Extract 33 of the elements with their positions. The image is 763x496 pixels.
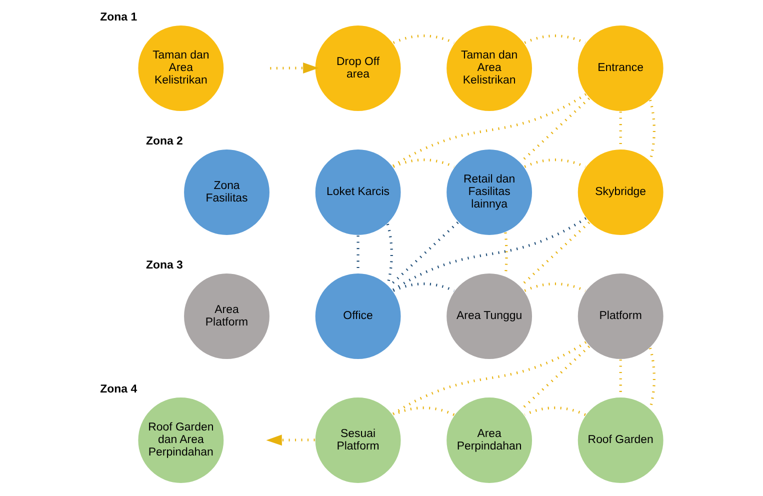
node-circle: Area Perpindahan	[445, 396, 533, 484]
connector	[392, 282, 454, 292]
node-circle: Loket Karcis	[314, 148, 402, 236]
connector	[392, 341, 586, 416]
node-circle: Taman dan Area Kelistrikan	[136, 24, 224, 112]
connector	[392, 93, 586, 168]
node-circle: Skybridge	[576, 148, 664, 236]
node-label: Zona 1	[100, 12, 137, 24]
node-circle: Entrance	[576, 24, 664, 112]
node-circle: Roof Garden dan Area Perpindahan	[136, 396, 224, 484]
node-circle: Area Platform	[182, 272, 270, 360]
connector	[392, 217, 586, 292]
node-circle: Platform	[576, 272, 664, 360]
node-label: Zona 3	[146, 260, 182, 272]
node-label: Zona 2	[146, 136, 182, 148]
connector	[524, 34, 586, 44]
node-circle: Drop Off area	[314, 24, 402, 112]
connector	[392, 158, 454, 168]
connector	[524, 158, 586, 168]
node-circle: Zona Fasilitas	[182, 148, 270, 236]
node-circle: Sesuai Platform	[314, 396, 402, 484]
connector	[392, 34, 454, 44]
connector	[524, 282, 586, 292]
node-circle: Taman dan Area Kelistrikan	[445, 24, 533, 112]
node-label: Zona 4	[100, 384, 137, 396]
node-circle: Office	[314, 272, 402, 360]
node-circle: Retail dan Fasilitas lainnya	[445, 148, 533, 236]
arrow	[270, 62, 318, 74]
node-circle: Area Tunggu	[445, 272, 533, 360]
connector	[392, 406, 454, 416]
arrow	[266, 434, 314, 446]
connector	[524, 406, 586, 416]
node-circle: Roof Garden	[576, 396, 664, 484]
